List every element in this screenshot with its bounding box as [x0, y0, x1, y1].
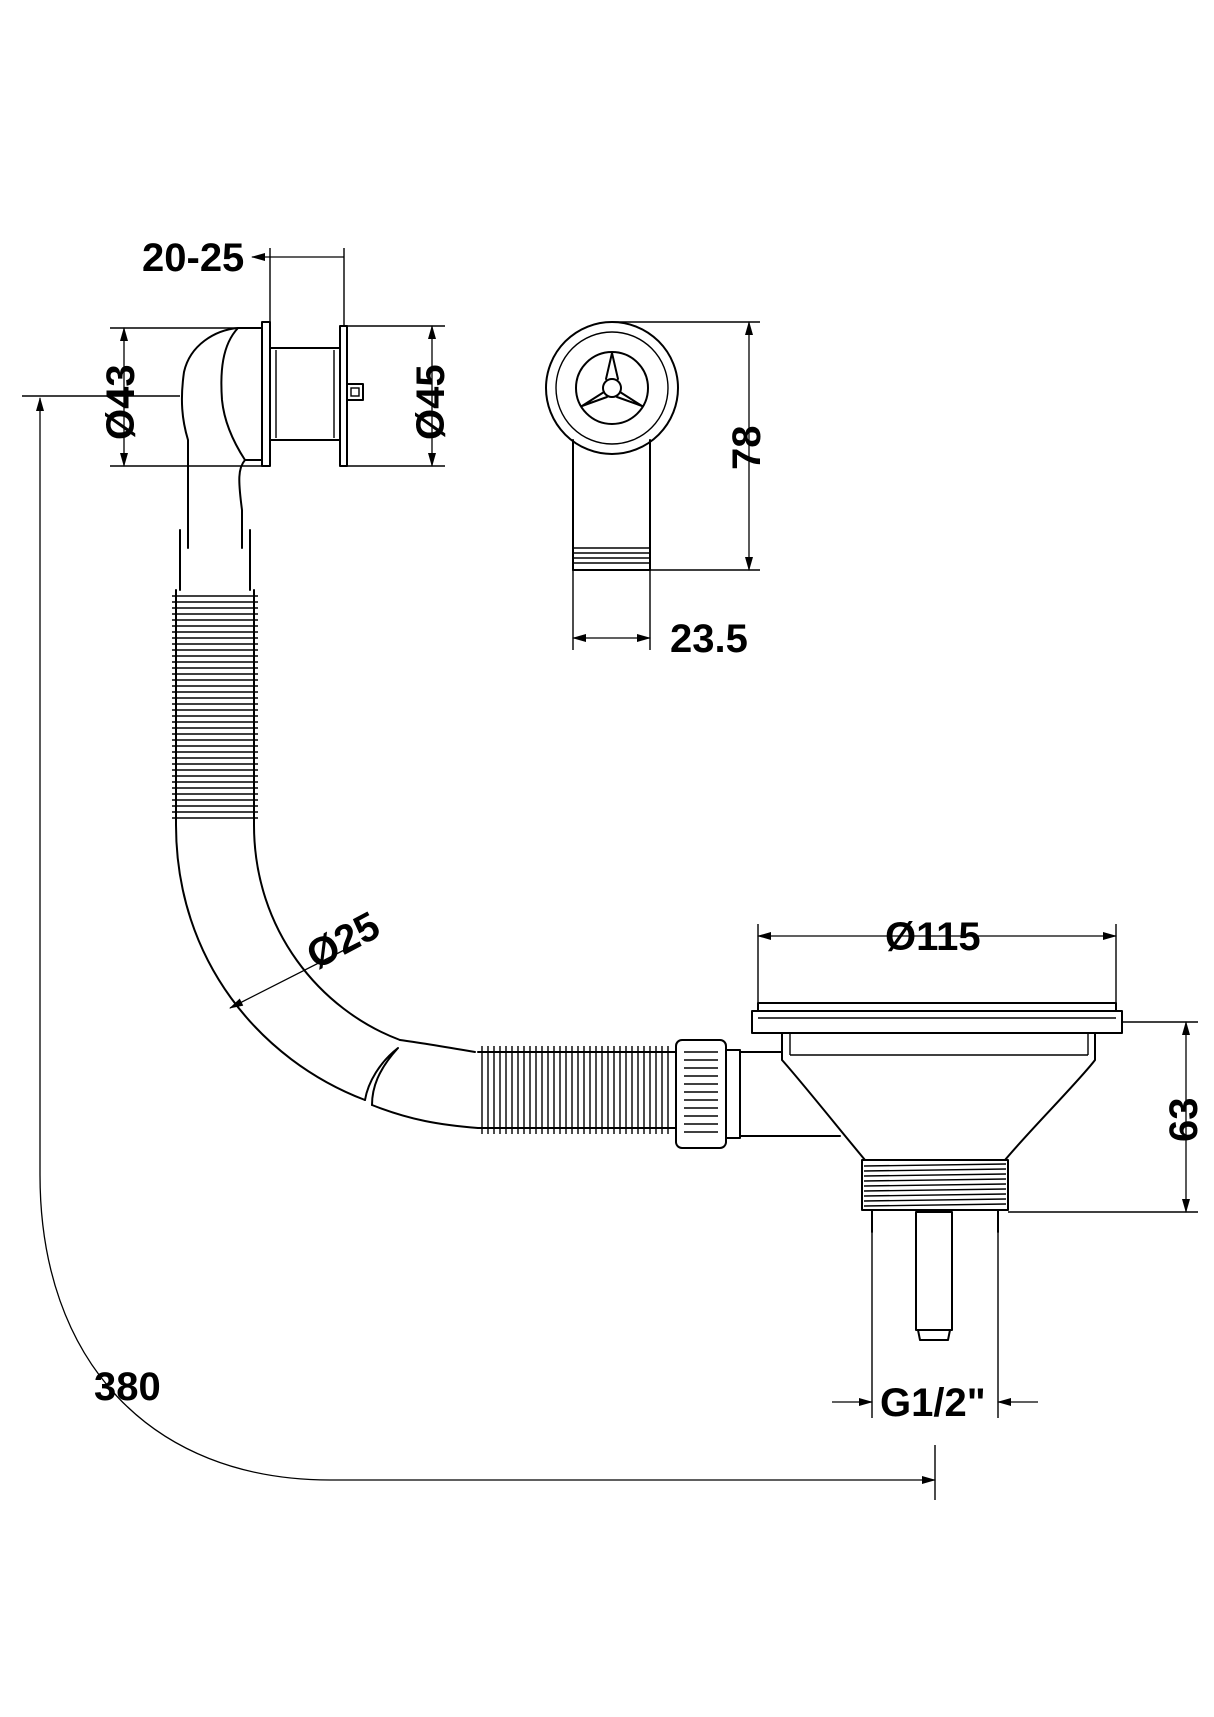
label-hose-diameter: Ø25 [300, 904, 387, 978]
overflow-front-view [545, 321, 679, 571]
label-overflow-head-diameter: Ø43 [99, 364, 143, 440]
label-waste-flange-diameter: Ø115 [885, 915, 981, 959]
label-waste-thread: G1/2" [880, 1381, 986, 1425]
label-overflow-tail-length: 20-25 [142, 236, 244, 280]
label-waste-body-height: 63 [1162, 1098, 1206, 1143]
waste-body [751, 1002, 1123, 1418]
label-total-length: 380 [94, 1365, 161, 1409]
label-overflow-outlet-width: 23.5 [670, 617, 748, 661]
label-overflow-height: 78 [725, 426, 769, 471]
dimension-lines [22, 248, 1198, 1500]
label-overflow-plate-diameter: Ø45 [409, 364, 453, 440]
overflow-side-view [180, 321, 364, 549]
